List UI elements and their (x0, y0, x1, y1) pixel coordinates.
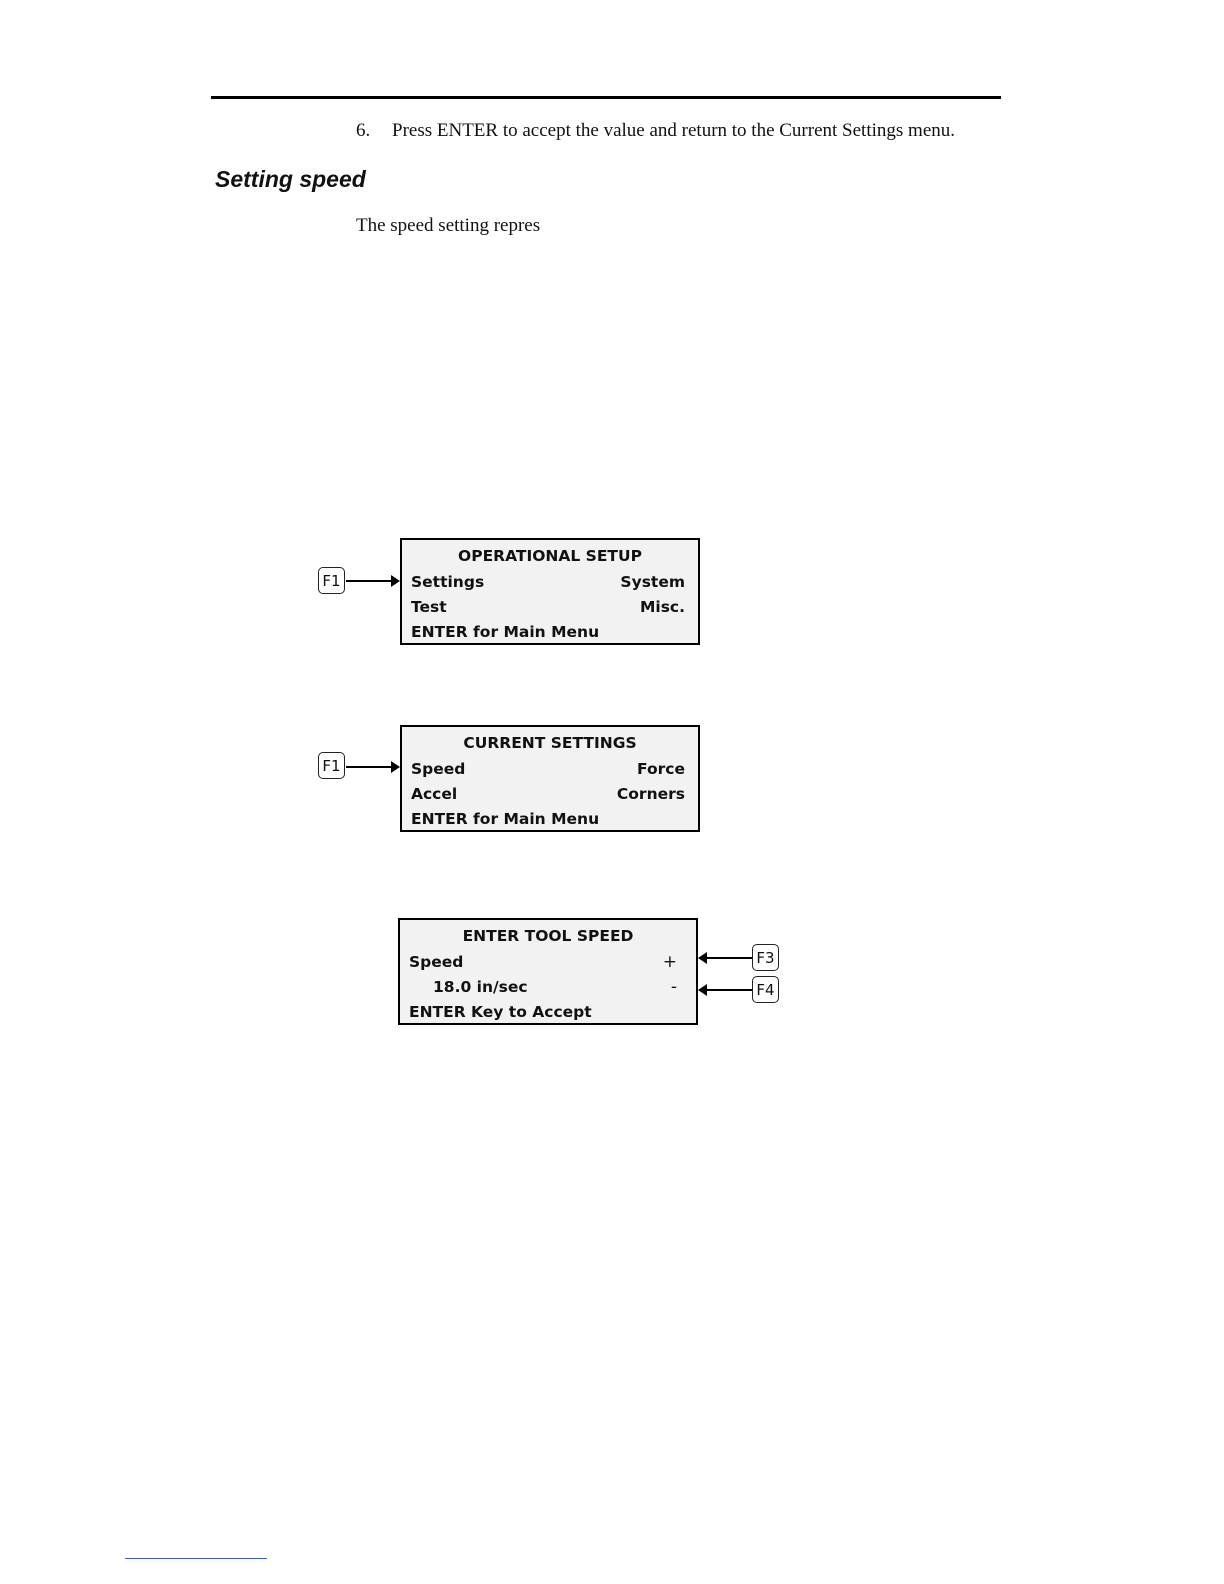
footnote-rule (125, 1558, 267, 1559)
lcd-title: CURRENT SETTINGS (463, 734, 637, 752)
lcd-option-speed[interactable]: Speed (411, 760, 466, 778)
step-6: 6. Press ENTER to accept the value and re… (356, 120, 955, 142)
lcd-option-force[interactable]: Force (637, 760, 685, 778)
lcd-decrement-symbol[interactable]: - (670, 977, 677, 997)
f4-arrow (698, 984, 752, 996)
lcd-enter-tool-speed: ENTER TOOL SPEED Speed + 18.0 in/sec - E… (398, 918, 698, 1025)
lcd-operational-setup: OPERATIONAL SETUP Settings System Test M… (400, 538, 700, 645)
lcd-option-accel[interactable]: Accel (411, 785, 458, 803)
header-rule (211, 96, 1001, 99)
f4-key[interactable]: F4 (752, 976, 779, 1003)
lcd-increment-symbol[interactable]: + (662, 952, 677, 972)
section-paragraph: The speed setting repres (356, 215, 541, 236)
f1-arrow (346, 761, 400, 773)
f1-key[interactable]: F1 (318, 567, 345, 594)
lcd-option-system[interactable]: System (620, 573, 685, 591)
f1-key[interactable]: F1 (318, 752, 345, 779)
lcd-option-corners[interactable]: Corners (616, 785, 685, 803)
lcd-title: ENTER TOOL SPEED (462, 927, 634, 945)
lcd-footer: ENTER Key to Accept (409, 1003, 592, 1021)
lcd-title: OPERATIONAL SETUP (458, 547, 642, 565)
section-heading: Setting speed (215, 166, 366, 192)
lcd-option-misc[interactable]: Misc. (639, 598, 685, 616)
step-number: 6. (356, 120, 371, 141)
lcd-current-settings: CURRENT SETTINGS Speed Force Accel Corne… (400, 725, 700, 832)
f1-arrow (346, 575, 400, 587)
f3-key[interactable]: F3 (752, 944, 779, 971)
lcd-footer: ENTER for Main Menu (411, 810, 600, 828)
lcd-option-settings[interactable]: Settings (411, 573, 485, 591)
f3-arrow (698, 952, 752, 964)
lcd-speed-value: 18.0 in/sec (433, 978, 528, 996)
lcd-footer: ENTER for Main Menu (411, 623, 600, 641)
step-text: Press ENTER to accept the value and retu… (392, 120, 955, 141)
lcd-label-speed: Speed (409, 953, 464, 971)
lcd-option-test[interactable]: Test (411, 598, 447, 616)
